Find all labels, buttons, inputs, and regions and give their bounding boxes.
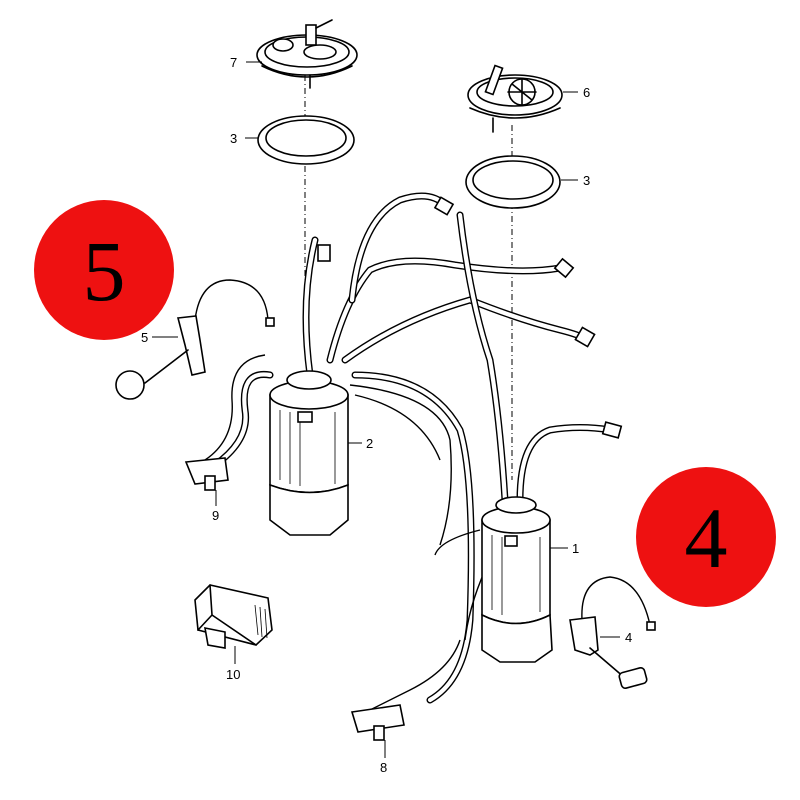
connector-hose-end-4 [601,421,623,439]
label-part-8: 8 [380,760,387,775]
label-part-3-right: 3 [583,173,590,188]
control-module-part-10 [194,584,273,649]
seal-ring-left [257,115,355,165]
pump-housing-part-2 [269,370,349,536]
level-sender-part-4 [569,576,656,689]
connector-hose-end-1 [433,196,455,216]
label-part-2: 2 [366,436,373,451]
connector-hose-end-2 [553,257,575,279]
label-part-10: 10 [226,667,240,682]
seal-ring-right [465,155,561,209]
connector-hose-end-3 [574,326,596,348]
flange-part-7 [256,19,358,89]
badge-5: 5 [34,200,174,340]
badge-5-circle [34,200,174,340]
pump-housing-part-1 [481,496,553,663]
label-part-3-left: 3 [230,131,237,146]
level-sender-part-5 [115,279,275,400]
bracket-part-9 [184,457,229,491]
label-part-6: 6 [583,85,590,100]
badge-4-label: 4 [685,490,728,586]
label-part-4: 4 [625,630,632,645]
leader-lines [152,61,620,758]
label-part-9: 9 [212,508,219,523]
label-part-1: 1 [572,541,579,556]
label-part-7: 7 [230,55,237,70]
label-part-5: 5 [141,330,148,345]
connector-top [317,244,331,262]
bracket-part-8 [350,704,405,741]
hose-bundle [204,192,614,716]
flange-part-6 [467,64,563,133]
badge-4-circle [636,467,776,607]
badge-5-label: 5 [83,223,126,319]
badge-4: 4 [636,467,776,607]
